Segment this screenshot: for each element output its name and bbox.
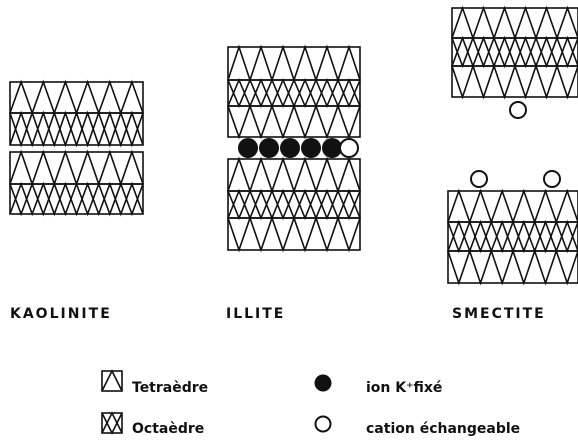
row-zigzag xyxy=(228,218,360,250)
legend: Tetraèdre Octaèdre ion K⁺fixé cation éch… xyxy=(102,371,520,437)
row-zigzag xyxy=(10,152,143,184)
tetrahedron-icon-triangle xyxy=(102,371,122,391)
tetrahedron-icon xyxy=(102,371,122,391)
smectite-layer1-tetrahedral-top xyxy=(452,8,578,38)
smectite-layer1-tetrahedral-bottom xyxy=(452,66,578,97)
illite-layer2-octahedral xyxy=(228,191,360,218)
tetrahedron-icon-frame xyxy=(102,371,122,391)
illite-layer1-tetrahedral-top xyxy=(228,47,360,80)
legend-fixed-ion-label: ion K⁺fixé xyxy=(366,380,442,396)
kaolinite-layer2-tetrahedral xyxy=(10,152,143,184)
illite-layer2-tetrahedral-top xyxy=(228,159,360,191)
kaolinite-layer1-octahedral xyxy=(10,113,143,145)
label-smectite: SMECTITE xyxy=(452,306,546,322)
legend-tetrahedron-label: Tetraèdre xyxy=(132,380,208,396)
illite-layer1-octahedral xyxy=(228,80,360,106)
fixed-k-ion xyxy=(301,138,321,158)
smectite-layer2-octahedral xyxy=(448,222,578,251)
octahedron-icon-up xyxy=(102,413,122,433)
octahedron-icon xyxy=(102,413,122,433)
label-kaolinite: KAOLINITE xyxy=(10,306,112,322)
illite-layer2-tetrahedral-bottom xyxy=(228,218,360,250)
row-zigzag xyxy=(10,82,143,113)
legend-octahedron-label: Octaèdre xyxy=(132,421,204,437)
kaolinite-layer1-tetrahedral xyxy=(10,82,143,113)
row-zigzag xyxy=(452,8,578,38)
open-circle-icon xyxy=(316,417,331,432)
cations xyxy=(238,102,560,187)
octahedron-icon-down xyxy=(102,413,122,433)
label-illite: ILLITE xyxy=(226,306,285,322)
octahedron-icon-frame xyxy=(102,413,122,433)
smectite-layer2-tetrahedral-top xyxy=(448,191,578,222)
row-zigzag xyxy=(448,191,578,222)
row-zigzag xyxy=(228,106,360,137)
fixed-k-ion xyxy=(280,138,300,158)
kaolinite-layer2-octahedral xyxy=(10,184,143,214)
filled-circle-icon xyxy=(315,375,332,392)
row-zigzag xyxy=(448,251,578,283)
kaolinite-structure xyxy=(10,82,143,214)
smectite-structure xyxy=(448,8,578,283)
smectite-layer1-octahedral xyxy=(452,38,578,66)
exchangeable-cation xyxy=(544,171,560,187)
legend-exchangeable-cation-label: cation échangeable xyxy=(366,421,520,437)
row-zigzag xyxy=(228,159,360,191)
exchangeable-cation xyxy=(340,139,358,157)
row-zigzag xyxy=(452,66,578,97)
illite-layer1-tetrahedral-bottom xyxy=(228,106,360,137)
row-zigzag xyxy=(228,47,360,80)
fixed-k-ion xyxy=(238,138,258,158)
exchangeable-cation xyxy=(471,171,487,187)
fixed-k-ion xyxy=(259,138,279,158)
smectite-layer2-tetrahedral-bottom xyxy=(448,251,578,283)
exchangeable-cation xyxy=(510,102,526,118)
